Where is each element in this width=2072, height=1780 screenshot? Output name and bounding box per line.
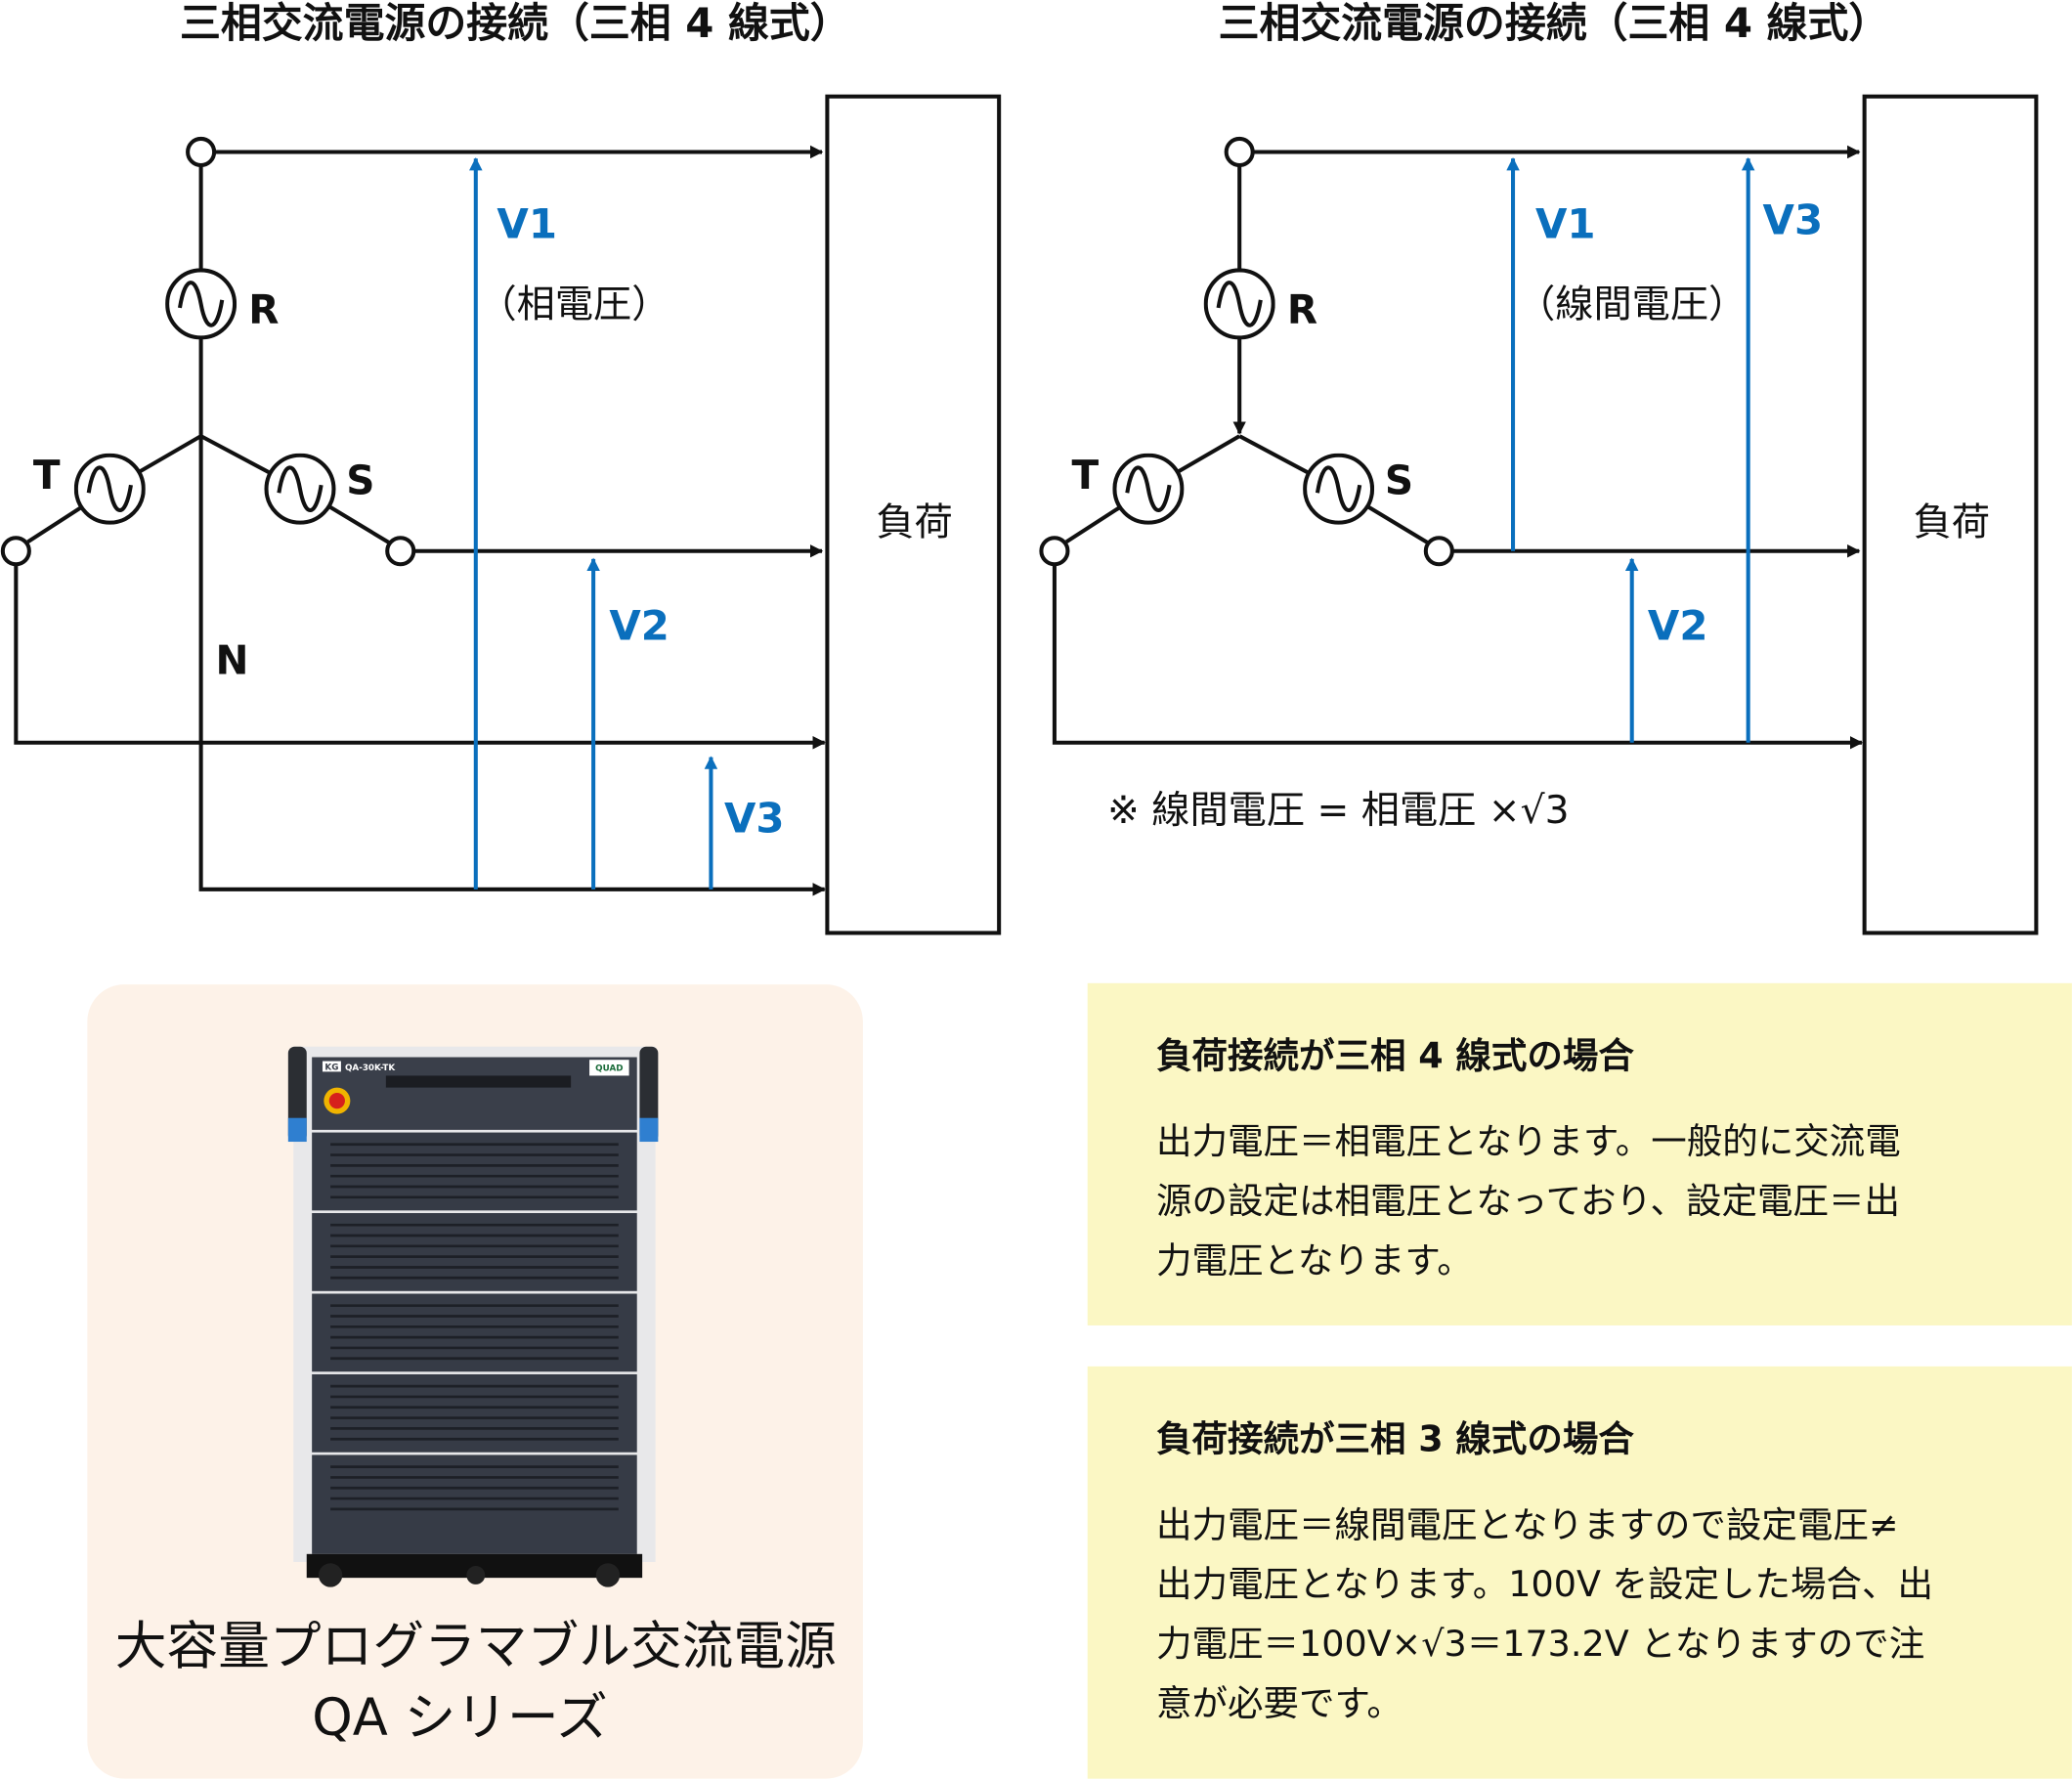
ac-source-r-icon bbox=[1206, 270, 1273, 337]
right-diagram: 三相交流電源の接続（三相 4 線式） 負荷 R T S V1 V3 （線間電圧）… bbox=[1039, 0, 2039, 935]
v1-label: V1 bbox=[1535, 199, 1596, 247]
source-label-r: R bbox=[248, 286, 279, 333]
conversion-note: ※ 線間電圧 = 相電圧 ×√3 bbox=[1107, 789, 1570, 833]
info-line: 出力電圧＝相電圧となります。一般的に交流電 bbox=[1156, 1120, 1901, 1162]
v1-label: V1 bbox=[496, 199, 557, 247]
brand-logo: KG bbox=[324, 1063, 338, 1072]
info-box-3-wire: 負荷接続が三相 3 線式の場合 出力電圧＝線間電圧となりますので設定電圧≠ 出力… bbox=[1087, 1366, 2072, 1779]
v2-label: V2 bbox=[609, 601, 669, 649]
load-label: 負荷 bbox=[1914, 501, 1990, 545]
ac-source-r-icon bbox=[167, 270, 235, 337]
terminal-t bbox=[0, 536, 31, 567]
ac-source-t-icon bbox=[1114, 456, 1182, 523]
left-diagram-title: 三相交流電源の接続（三相 4 線式） bbox=[180, 0, 851, 47]
info-line: 源の設定は相電圧となっており、設定電圧＝出 bbox=[1156, 1180, 1900, 1222]
right-diagram-title: 三相交流電源の接続（三相 4 線式） bbox=[1219, 0, 1890, 47]
product-panel: KG QA-30K-TK QUAD 大容量プログラマブル交流電源 QA シリーズ bbox=[87, 984, 863, 1779]
info-line: 意が必要です。 bbox=[1156, 1682, 1403, 1724]
source-label-s: S bbox=[346, 457, 374, 504]
wires bbox=[14, 145, 826, 896]
info-heading: 負荷接続が三相 4 線式の場合 bbox=[1156, 1034, 1634, 1076]
phase-voltage-label: （相電圧） bbox=[479, 282, 670, 326]
product-photo: KG QA-30K-TK QUAD bbox=[287, 1046, 659, 1587]
info-line: 出力電圧＝線間電圧となりますので設定電圧≠ bbox=[1156, 1503, 1899, 1545]
ac-source-s-icon bbox=[1305, 456, 1372, 523]
wires bbox=[1052, 145, 1864, 750]
info-heading: 負荷接続が三相 3 線式の場合 bbox=[1156, 1417, 1634, 1459]
terminal-r bbox=[186, 136, 217, 168]
v3-label: V3 bbox=[1763, 195, 1824, 243]
line-voltage-label: （線間電圧） bbox=[1517, 282, 1747, 326]
product-series: QA シリーズ bbox=[312, 1688, 608, 1748]
v2-label: V2 bbox=[1648, 601, 1708, 649]
neutral-label: N bbox=[215, 636, 248, 683]
info-line: 力電圧＝100V×√3＝173.2V となりますので注 bbox=[1156, 1623, 1924, 1665]
product-model: QA-30K-TK bbox=[345, 1064, 396, 1073]
source-label-t: T bbox=[1072, 452, 1100, 499]
ac-source-t-icon bbox=[76, 456, 144, 523]
info-box-4-wire: 負荷接続が三相 4 線式の場合 出力電圧＝相電圧となります。一般的に交流電 源の… bbox=[1087, 982, 2072, 1325]
terminal-t bbox=[1039, 536, 1070, 567]
terminal-r bbox=[1224, 136, 1255, 168]
info-line: 出力電圧となります。100V を設定した場合、出 bbox=[1156, 1563, 1933, 1605]
load-label: 負荷 bbox=[876, 501, 952, 545]
left-diagram: 三相交流電源の接続（三相 4 線式） 負荷 R T S N V1 （相電圧） V… bbox=[0, 0, 1002, 935]
product-name: 大容量プログラマブル交流電源 bbox=[115, 1617, 837, 1676]
load-box bbox=[1862, 94, 2039, 935]
quad-badge: QUAD bbox=[595, 1064, 623, 1074]
load-box bbox=[825, 94, 1002, 935]
terminal-s bbox=[1423, 536, 1454, 567]
info-line: 力電圧となります。 bbox=[1156, 1239, 1473, 1281]
source-label-r: R bbox=[1287, 286, 1317, 333]
source-label-s: S bbox=[1385, 457, 1413, 504]
terminal-s bbox=[385, 536, 416, 567]
source-label-t: T bbox=[33, 452, 61, 499]
v3-label: V3 bbox=[724, 795, 785, 843]
ac-source-s-icon bbox=[267, 456, 334, 523]
